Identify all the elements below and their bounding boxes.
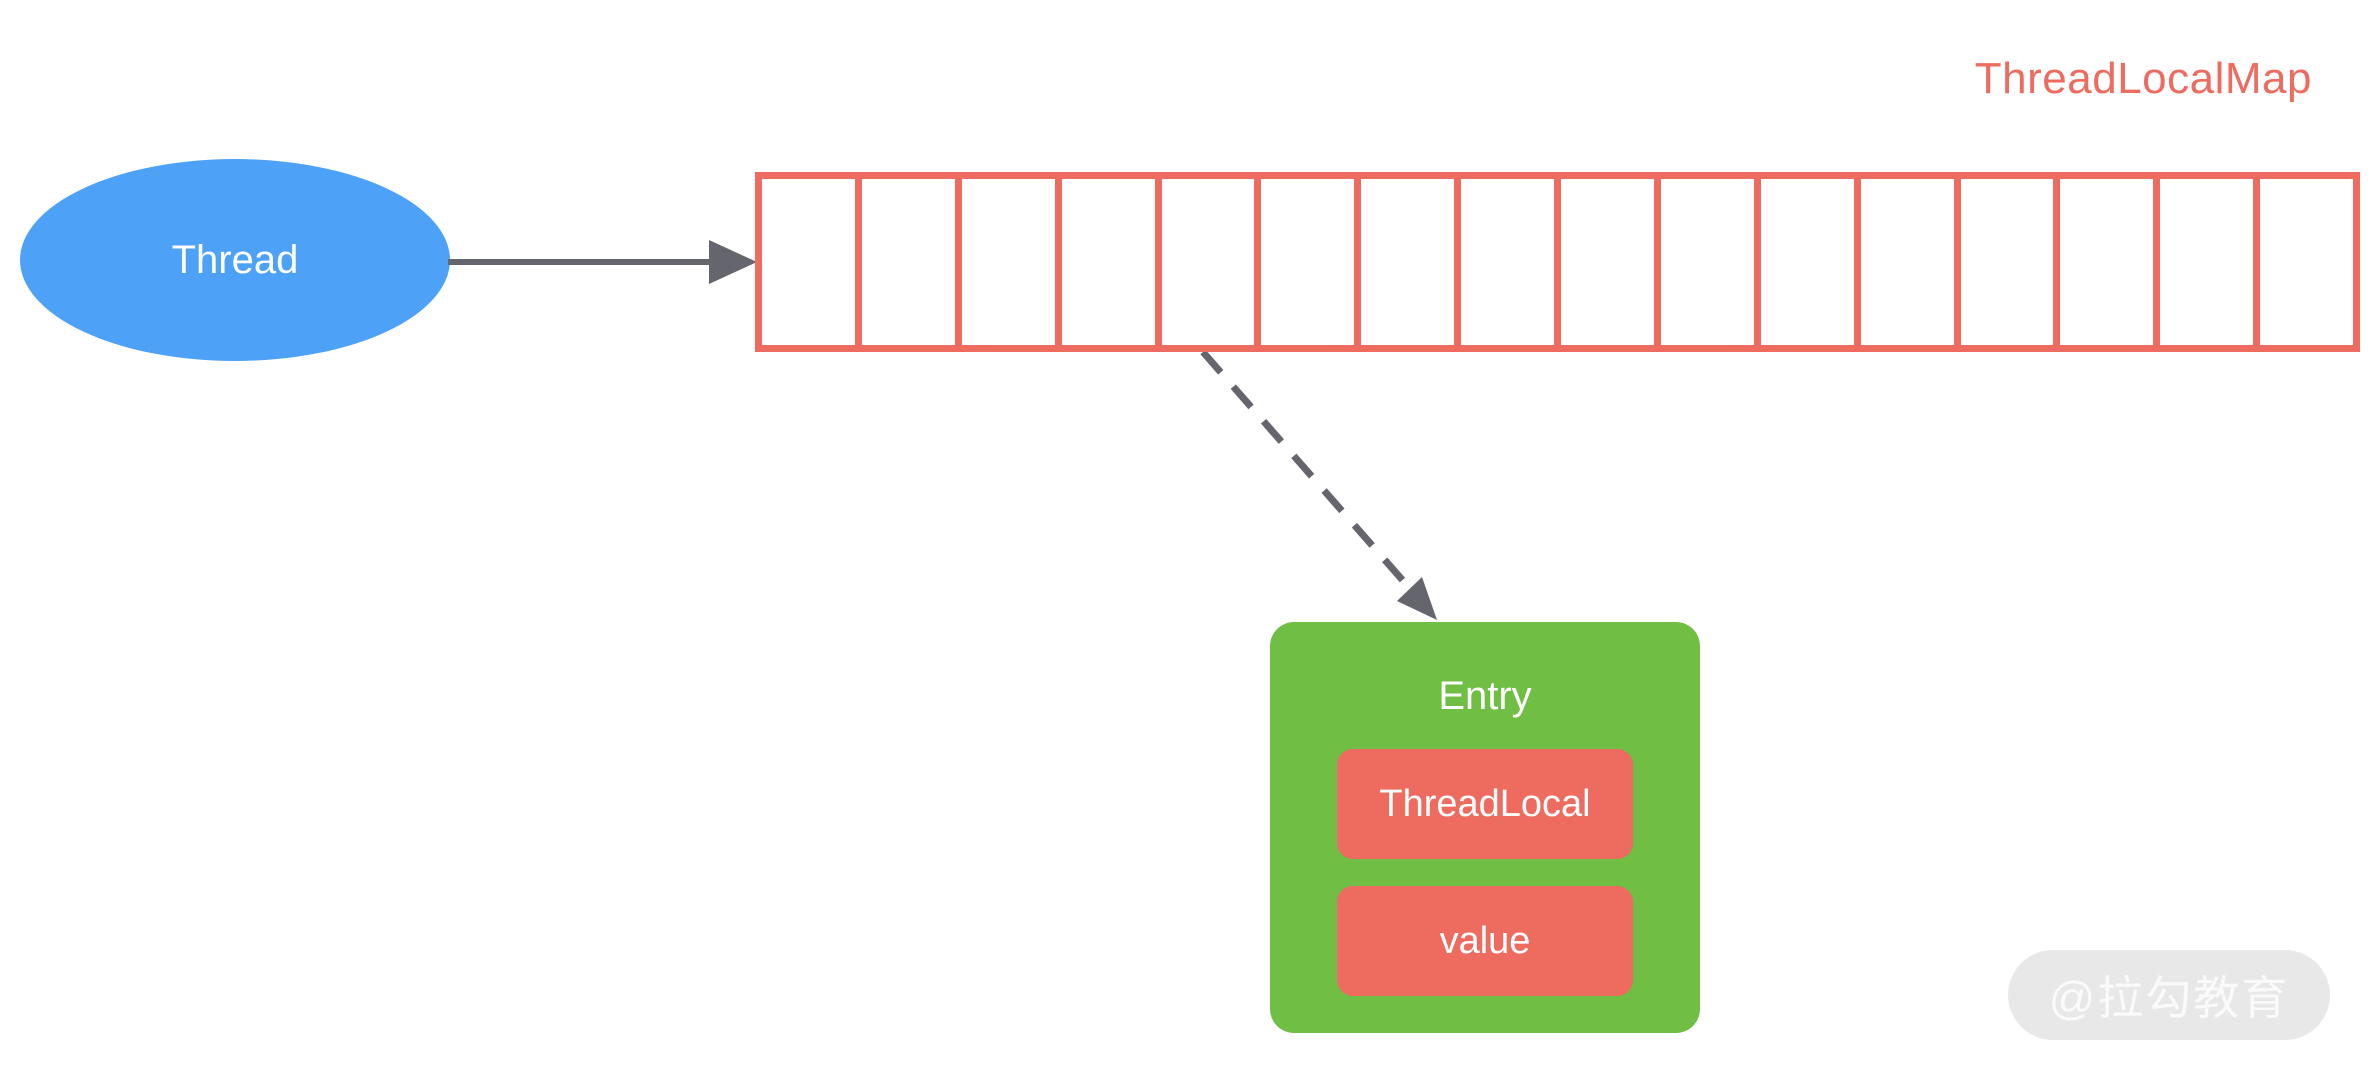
array-cell xyxy=(2160,179,2261,345)
array-cell xyxy=(1561,179,1661,345)
array-cell xyxy=(1161,179,1262,345)
array-cell xyxy=(1860,179,1961,345)
array-cell xyxy=(1960,179,2061,345)
bucket-to-entry-arrow xyxy=(1200,349,1437,620)
array-cell xyxy=(1461,179,1561,345)
entry-node: Entry ThreadLocal value xyxy=(1270,622,1700,1033)
watermark-text: @拉勾教育 xyxy=(2048,972,2290,1024)
thread-to-map-arrow xyxy=(448,240,757,284)
array-cell xyxy=(2060,179,2161,345)
array-cell xyxy=(1660,179,1761,345)
array-cell xyxy=(961,179,1062,345)
entry-field-threadlocal: ThreadLocal xyxy=(1337,749,1633,859)
entry-title: Entry xyxy=(1438,674,1532,718)
threadlocalmap-array xyxy=(755,172,2360,352)
array-cell xyxy=(2260,179,2353,345)
thread-node-label: Thread xyxy=(171,237,299,282)
watermark-badge: @拉勾教育 xyxy=(2008,950,2330,1040)
array-cell xyxy=(1361,179,1462,345)
array-cell xyxy=(861,179,962,345)
array-cell xyxy=(1061,179,1162,345)
thread-node: Thread xyxy=(20,159,450,361)
array-cell xyxy=(762,179,862,345)
array-cell xyxy=(1261,179,1362,345)
entry-field-value: value xyxy=(1337,886,1633,996)
threadlocalmap-label: ThreadLocalMap xyxy=(1974,54,2312,103)
array-cell xyxy=(1760,179,1861,345)
